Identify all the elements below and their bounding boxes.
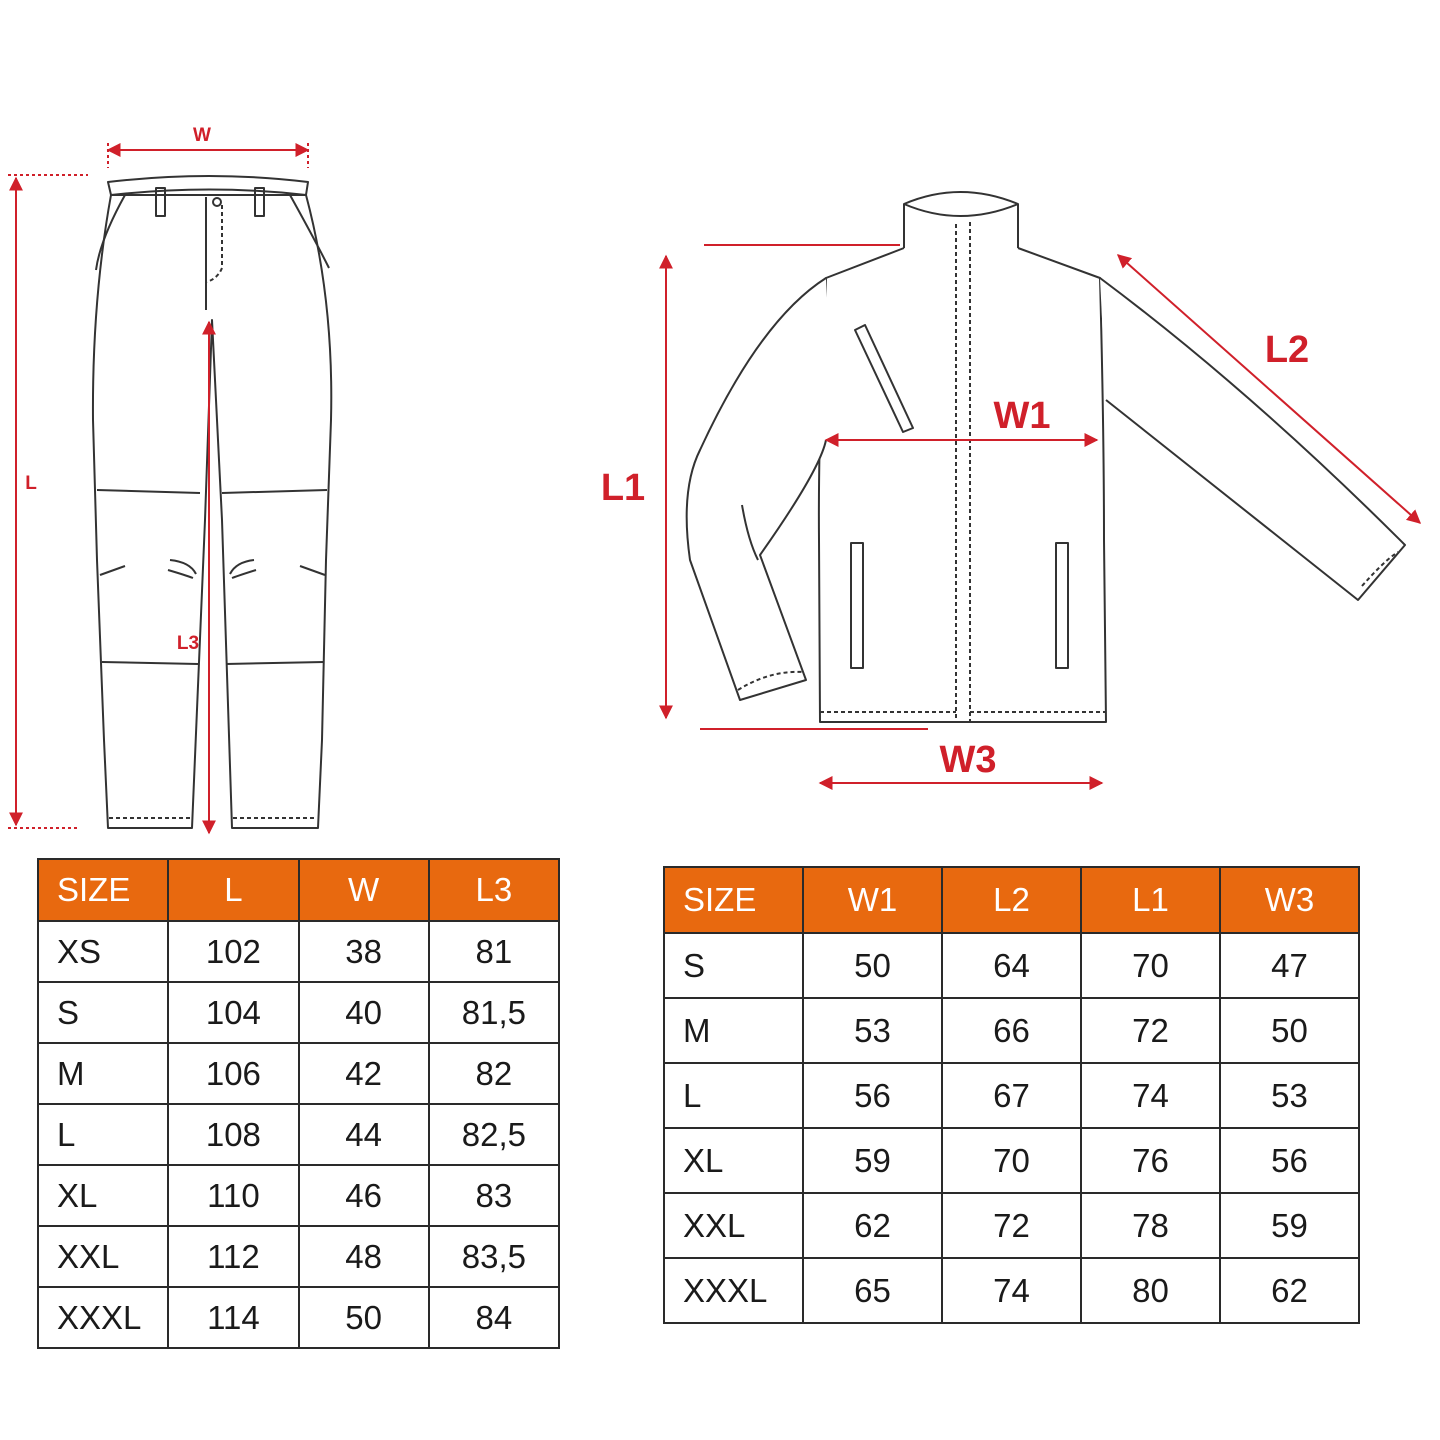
value-cell: 50 xyxy=(297,1286,430,1349)
value-cell: 42 xyxy=(297,1042,430,1105)
value-cell: 70 xyxy=(941,1127,1082,1194)
header-cell: SIZE xyxy=(663,866,804,934)
header-cell: W xyxy=(297,858,430,922)
pants-table-header: SIZE L W L3 xyxy=(36,858,561,922)
pants-drawing xyxy=(91,175,333,829)
value-cell: 70 xyxy=(1080,932,1221,999)
pants-label-w: W xyxy=(193,125,211,146)
value-cell: 74 xyxy=(1080,1062,1221,1129)
jacket-label-w3: W3 xyxy=(940,739,997,781)
pants-size-table: SIZE L W L3 XS 102 38 81 S 104 40 81,5 M… xyxy=(36,858,561,1349)
value-cell: 83,5 xyxy=(427,1225,561,1288)
table-row: XXXL 65 74 80 62 xyxy=(663,1257,1360,1324)
jacket-dimensions xyxy=(659,244,1422,790)
table-row: L 108 44 82,5 xyxy=(36,1103,561,1166)
table-row: XL 59 70 76 56 xyxy=(663,1127,1360,1194)
header-cell: L3 xyxy=(427,858,561,922)
value-cell: 78 xyxy=(1080,1192,1221,1259)
pants-dimensions xyxy=(8,143,310,835)
size-cell: L xyxy=(36,1103,170,1166)
value-cell: 84 xyxy=(427,1286,561,1349)
value-cell: 47 xyxy=(1219,932,1360,999)
size-cell: XXL xyxy=(663,1192,804,1259)
value-cell: 82 xyxy=(427,1042,561,1105)
table-row: XXL 112 48 83,5 xyxy=(36,1225,561,1288)
value-cell: 64 xyxy=(941,932,1082,999)
value-cell: 40 xyxy=(297,981,430,1044)
size-cell: XS xyxy=(36,920,170,983)
value-cell: 102 xyxy=(167,920,300,983)
value-cell: 44 xyxy=(297,1103,430,1166)
value-cell: 81,5 xyxy=(427,981,561,1044)
header-cell: W3 xyxy=(1219,866,1360,934)
table-row: XXXL 114 50 84 xyxy=(36,1286,561,1349)
value-cell: 65 xyxy=(802,1257,943,1324)
jacket-table-header: SIZE W1 L2 L1 W3 xyxy=(663,866,1360,934)
size-cell: XL xyxy=(663,1127,804,1194)
table-row: XXL 62 72 78 59 xyxy=(663,1192,1360,1259)
size-cell: XXL xyxy=(36,1225,170,1288)
value-cell: 81 xyxy=(427,920,561,983)
size-cell: XL xyxy=(36,1164,170,1227)
table-row: M 106 42 82 xyxy=(36,1042,561,1105)
size-cell: XXXL xyxy=(663,1257,804,1324)
value-cell: 59 xyxy=(1219,1192,1360,1259)
value-cell: 53 xyxy=(802,997,943,1064)
size-cell: M xyxy=(36,1042,170,1105)
value-cell: 62 xyxy=(1219,1257,1360,1324)
jacket-drawing xyxy=(685,191,1406,723)
jacket-label-l1: L1 xyxy=(601,467,645,509)
size-cell: M xyxy=(663,997,804,1064)
header-cell: W1 xyxy=(802,866,943,934)
header-cell: L xyxy=(167,858,300,922)
size-cell: S xyxy=(663,932,804,999)
table-row: M 53 66 72 50 xyxy=(663,997,1360,1064)
value-cell: 104 xyxy=(167,981,300,1044)
size-cell: S xyxy=(36,981,170,1044)
table-row: L 56 67 74 53 xyxy=(663,1062,1360,1129)
jacket-label-w1: W1 xyxy=(994,395,1051,437)
value-cell: 112 xyxy=(167,1225,300,1288)
value-cell: 114 xyxy=(167,1286,300,1349)
header-cell: L1 xyxy=(1080,866,1221,934)
value-cell: 46 xyxy=(297,1164,430,1227)
table-row: S 104 40 81,5 xyxy=(36,981,561,1044)
value-cell: 38 xyxy=(297,920,430,983)
table-row: XS 102 38 81 xyxy=(36,920,561,983)
size-cell: L xyxy=(663,1062,804,1129)
value-cell: 110 xyxy=(167,1164,300,1227)
value-cell: 50 xyxy=(802,932,943,999)
jacket-label-l2: L2 xyxy=(1265,329,1309,371)
jacket-size-table: SIZE W1 L2 L1 W3 S 50 64 70 47 M 53 66 7… xyxy=(663,866,1360,1324)
value-cell: 108 xyxy=(167,1103,300,1166)
table-row: S 50 64 70 47 xyxy=(663,932,1360,999)
value-cell: 50 xyxy=(1219,997,1360,1064)
table-row: XL 110 46 83 xyxy=(36,1164,561,1227)
header-cell: L2 xyxy=(941,866,1082,934)
value-cell: 106 xyxy=(167,1042,300,1105)
value-cell: 66 xyxy=(941,997,1082,1064)
value-cell: 62 xyxy=(802,1192,943,1259)
value-cell: 59 xyxy=(802,1127,943,1194)
value-cell: 56 xyxy=(1219,1127,1360,1194)
value-cell: 67 xyxy=(941,1062,1082,1129)
size-cell: XXXL xyxy=(36,1286,170,1349)
header-cell: SIZE xyxy=(36,858,170,922)
value-cell: 72 xyxy=(941,1192,1082,1259)
size-diagram: W L L3 L1 L2 W1 W3 xyxy=(8,125,1422,835)
value-cell: 83 xyxy=(427,1164,561,1227)
value-cell: 56 xyxy=(802,1062,943,1129)
value-cell: 48 xyxy=(297,1225,430,1288)
value-cell: 53 xyxy=(1219,1062,1360,1129)
pants-label-l: L xyxy=(25,473,37,494)
pants-label-l3: L3 xyxy=(177,633,199,654)
value-cell: 72 xyxy=(1080,997,1221,1064)
value-cell: 74 xyxy=(941,1257,1082,1324)
value-cell: 82,5 xyxy=(427,1103,561,1166)
value-cell: 80 xyxy=(1080,1257,1221,1324)
value-cell: 76 xyxy=(1080,1127,1221,1194)
